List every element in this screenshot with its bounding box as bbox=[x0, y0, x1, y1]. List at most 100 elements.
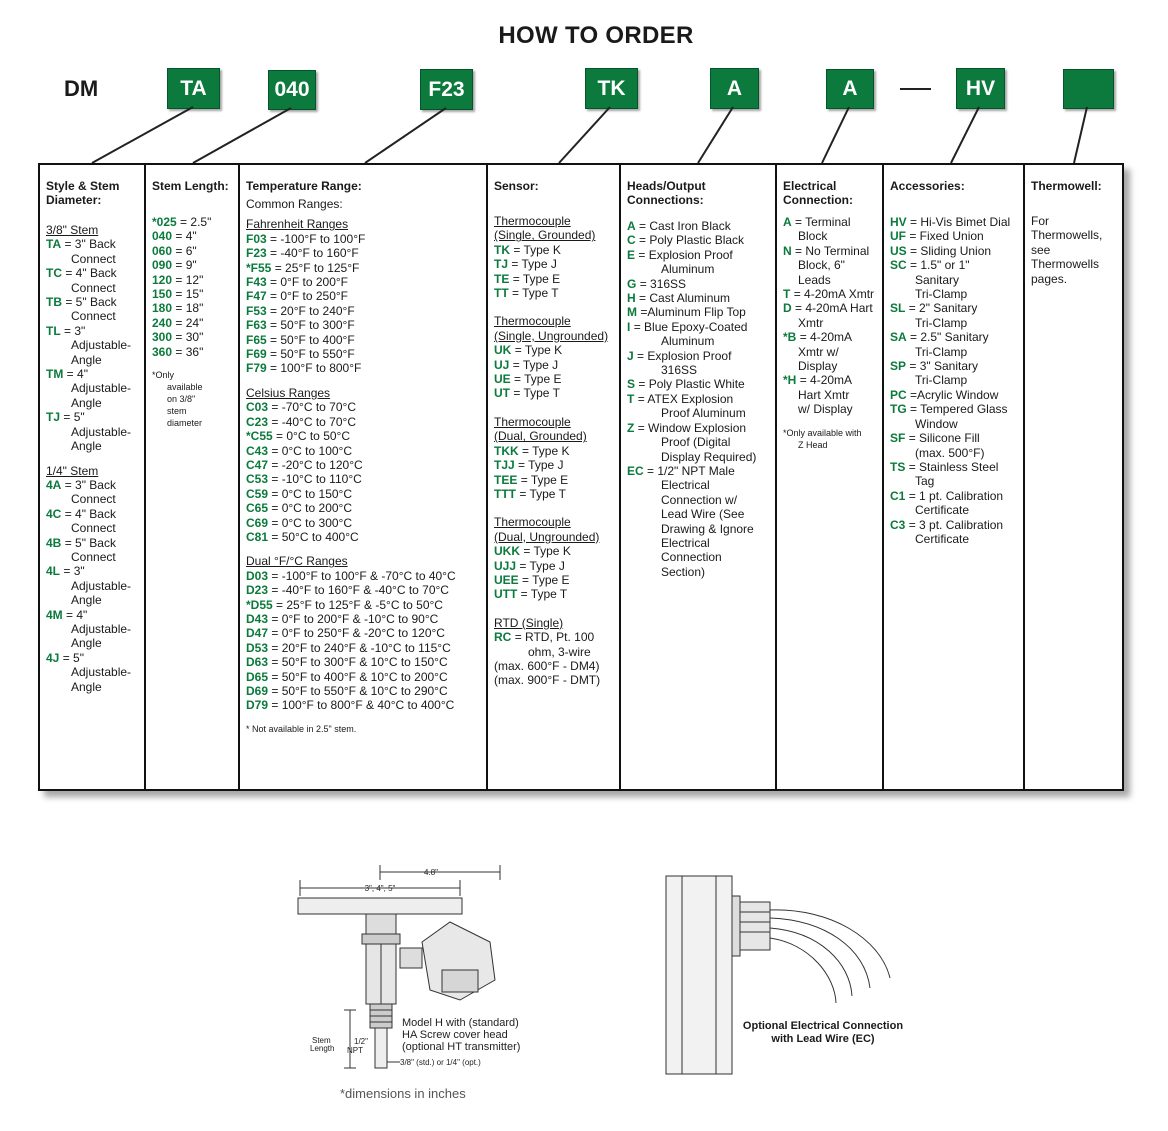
column-title-sensor: Sensor: bbox=[494, 179, 539, 193]
option-text: = 50°F to 550°F & 10°C to 290°C bbox=[271, 684, 448, 698]
option-continuation: Connect bbox=[71, 280, 116, 295]
option-text: = 50°F to 300°F bbox=[270, 318, 355, 333]
code-box-sensor: TK bbox=[585, 68, 638, 109]
option-text: = 5" Back bbox=[65, 295, 117, 310]
option-text: = 0°F to 250°F bbox=[270, 289, 349, 304]
option-row: SA = 2.5" Sanitary bbox=[890, 330, 1018, 344]
option-row: TTT = Type T bbox=[494, 487, 614, 501]
option-text: = 3" bbox=[64, 323, 86, 338]
option-code: TA bbox=[46, 237, 62, 252]
option-code: D65 bbox=[246, 669, 269, 684]
option-code: F69 bbox=[246, 347, 267, 362]
option-code: 040 bbox=[152, 229, 173, 244]
option-code: TJJ bbox=[494, 458, 515, 473]
option-row: TS = Stainless Steel bbox=[890, 460, 1018, 474]
option-row: F47 = 0°F to 250°F bbox=[246, 289, 481, 303]
option-code: SP bbox=[890, 359, 907, 374]
code-box-stem: 040 bbox=[268, 70, 316, 110]
option-row: T = ATEX Explosion bbox=[627, 392, 770, 406]
group-heading: Thermocouple bbox=[494, 414, 571, 429]
option-continuation: Aluminum bbox=[661, 262, 715, 277]
option-code: D63 bbox=[246, 655, 269, 670]
option-text: = Type K bbox=[523, 544, 571, 559]
option-code: UJJ bbox=[494, 558, 517, 573]
option-text: = Type K bbox=[513, 242, 561, 257]
leader-electrical bbox=[821, 106, 850, 164]
option-code: F47 bbox=[246, 289, 267, 304]
option-code: HV bbox=[890, 215, 907, 229]
option-text: = 25°F to 125°F bbox=[274, 260, 360, 275]
option-text: = 25°F to 125°F & -5°C to 50°C bbox=[276, 597, 443, 612]
option-code: 4A bbox=[46, 477, 62, 492]
spacer bbox=[246, 713, 481, 723]
option-continuation: Leads bbox=[798, 272, 831, 287]
option-row: C23 = -40°C to 70°C bbox=[246, 415, 481, 429]
leader-accessories bbox=[950, 106, 980, 164]
option-text: =Aluminum Flip Top bbox=[640, 305, 746, 320]
column-title-accessories: Accessories: bbox=[890, 179, 965, 193]
option-code: C43 bbox=[246, 443, 269, 458]
option-code: S bbox=[627, 377, 636, 392]
option-continuation: Adjustable- bbox=[71, 578, 132, 593]
option-code: C47 bbox=[246, 457, 269, 472]
thermowell-line: Thermowells bbox=[1031, 257, 1100, 272]
option-code: J bbox=[627, 348, 634, 363]
leader-stem bbox=[192, 107, 292, 164]
option-text: = 9" bbox=[175, 258, 197, 273]
option-row: 4A = 3" Back bbox=[46, 478, 139, 492]
option-row: D47 = 0°F to 250°F & -20°C to 120°C bbox=[246, 626, 481, 640]
option-code: TEE bbox=[494, 472, 518, 487]
option-text: = Type E bbox=[514, 372, 562, 387]
option-code: SL bbox=[890, 301, 906, 316]
option-text: = Type K bbox=[514, 343, 563, 358]
option-row: F69 = 50°F to 550°F bbox=[246, 347, 481, 361]
option-continuation: Adjustable- bbox=[71, 665, 132, 680]
option-text: = 100°F to 800°F & 40°C to 400°C bbox=[271, 698, 455, 713]
column-stem: Stem Length: *025 = 2.5"040 = 4"060 = 6"… bbox=[146, 165, 240, 789]
option-text: = 5" bbox=[62, 650, 84, 665]
option-row: TG = Tempered Glass bbox=[890, 402, 1018, 416]
electrical-title-line: Electrical bbox=[783, 179, 837, 193]
heads-title-line: Connections: bbox=[627, 193, 704, 207]
option-row: US = Sliding Union bbox=[890, 244, 1018, 258]
option-row: 090 = 9" bbox=[152, 258, 233, 272]
option-row: 4J = 5" bbox=[46, 651, 139, 665]
option-code: A bbox=[627, 219, 636, 233]
thermowell-line: pages. bbox=[1031, 271, 1068, 286]
option-row: TJ = Type J bbox=[494, 257, 614, 271]
electrical-note: Z Head bbox=[798, 439, 828, 450]
option-text: = ATEX Explosion bbox=[637, 391, 734, 406]
option-text: = 0°C to 200°C bbox=[271, 501, 353, 516]
gauge-drawing-model-h: 4.8" 3", 4", 5" Stem Length 1/2" NPT Mod… bbox=[297, 865, 520, 1069]
option-code: I bbox=[627, 319, 631, 334]
option-text: = 50°F to 400°F & 10°C to 200°C bbox=[271, 669, 448, 684]
option-row: 360 = 36" bbox=[152, 345, 233, 359]
spacer bbox=[494, 401, 614, 415]
option-row: N = No Terminal bbox=[783, 244, 877, 258]
option-row: 040 = 4" bbox=[152, 229, 233, 243]
option-continuation: w/ Display bbox=[798, 402, 853, 417]
option-row: D53 = 20°F to 240°F & -10°C to 115°C bbox=[246, 641, 481, 655]
option-code: *C55 bbox=[246, 429, 273, 444]
group-heading: Thermocouple bbox=[494, 214, 571, 228]
temp-note: * Not available in 2.5" stem. bbox=[246, 723, 357, 734]
option-text: = 4-20mA bbox=[799, 373, 853, 388]
separator-dash bbox=[900, 88, 931, 90]
option-text: = 4" bbox=[66, 607, 88, 622]
option-row: TM = 4" bbox=[46, 367, 139, 381]
stem-note: available bbox=[167, 382, 203, 393]
option-continuation: Xmtr bbox=[798, 315, 824, 330]
temp-subtitle: Common Ranges: bbox=[246, 197, 343, 211]
option-text: = Type K bbox=[522, 443, 570, 458]
option-continuation: Connect bbox=[71, 549, 116, 564]
option-text: = 2.5" bbox=[180, 215, 212, 229]
group-heading: (Dual, Ungrounded) bbox=[494, 529, 600, 544]
option-text: = -10°C to 110°C bbox=[271, 472, 362, 487]
dim-label-dial: 3", 4", 5" bbox=[365, 884, 396, 893]
option-text: = -40°F to 160°F & -40°C to 70°C bbox=[271, 583, 449, 598]
option-row: SF = Silicone Fill bbox=[890, 431, 1018, 445]
option-code: C1 bbox=[890, 488, 906, 503]
option-text: = Explosion Proof bbox=[637, 348, 732, 363]
option-row: UT = Type T bbox=[494, 386, 614, 400]
